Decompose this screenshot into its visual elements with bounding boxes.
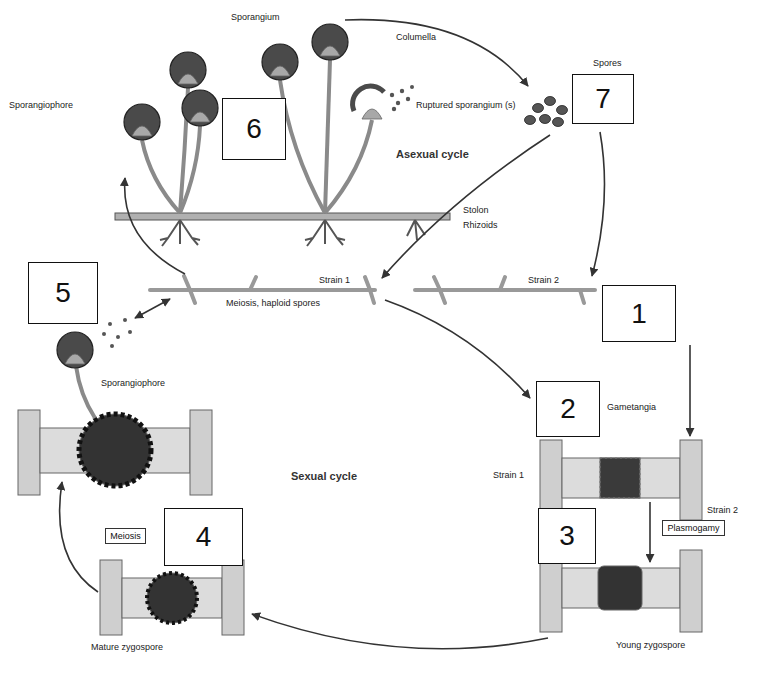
callout-number: 6 <box>246 113 262 145</box>
mature-zygospore <box>100 560 244 635</box>
strain-label: Strain 1 <box>318 275 351 285</box>
part-label: Rhizoids <box>462 220 499 230</box>
callout-number: 3 <box>559 520 575 552</box>
process-term-box: Plasmogamy <box>662 520 725 536</box>
callout-number: 1 <box>631 298 647 330</box>
part-label: Sporangiophore <box>100 378 166 388</box>
germinating-zygospore <box>18 366 212 495</box>
part-label: Spores <box>592 58 623 68</box>
stage-label: Mature zygospore <box>90 642 164 652</box>
callout-box: 2 <box>536 381 600 437</box>
callout-box: 7 <box>572 74 634 124</box>
callout-number: 5 <box>55 277 71 309</box>
process-term: Plasmogamy <box>667 523 719 533</box>
sporangium <box>57 332 93 368</box>
strain-label: Strain 2 <box>527 275 560 285</box>
callout-box: 3 <box>538 508 596 564</box>
strain-label: Strain 1 <box>492 470 525 480</box>
part-label: Columella <box>395 32 437 42</box>
callout-box: 5 <box>28 262 98 324</box>
callout-box: 1 <box>602 285 676 342</box>
part-label: Sporangium <box>230 12 281 22</box>
part-label: Meiosis, haploid spores <box>225 298 321 308</box>
stage-label: Young zygospore <box>615 640 686 650</box>
strain-label: Strain 2 <box>706 505 739 515</box>
cycle-label: Asexual cycle <box>395 148 470 161</box>
part-label: Stolon <box>462 205 490 215</box>
spores <box>525 97 568 127</box>
cycle-arrow <box>60 20 690 649</box>
rhizoids <box>160 220 425 246</box>
process-term-box: Meiosis <box>105 528 146 544</box>
callout-box: 4 <box>164 508 243 566</box>
ruptured-sporangium <box>353 85 414 119</box>
stolon <box>115 213 450 220</box>
spores <box>102 318 132 348</box>
hyphae <box>150 276 595 303</box>
callout-box: 6 <box>222 98 286 160</box>
callout-number: 7 <box>595 83 611 115</box>
part-label: Gametangia <box>606 402 657 412</box>
callout-number: 2 <box>560 393 576 425</box>
part-label: Ruptured sporangium (s) <box>415 100 517 110</box>
cycle-label: Sexual cycle <box>290 470 358 483</box>
process-term: Meiosis <box>110 531 141 541</box>
callout-number: 4 <box>196 521 212 553</box>
part-label: Sporangiophore <box>8 100 74 110</box>
